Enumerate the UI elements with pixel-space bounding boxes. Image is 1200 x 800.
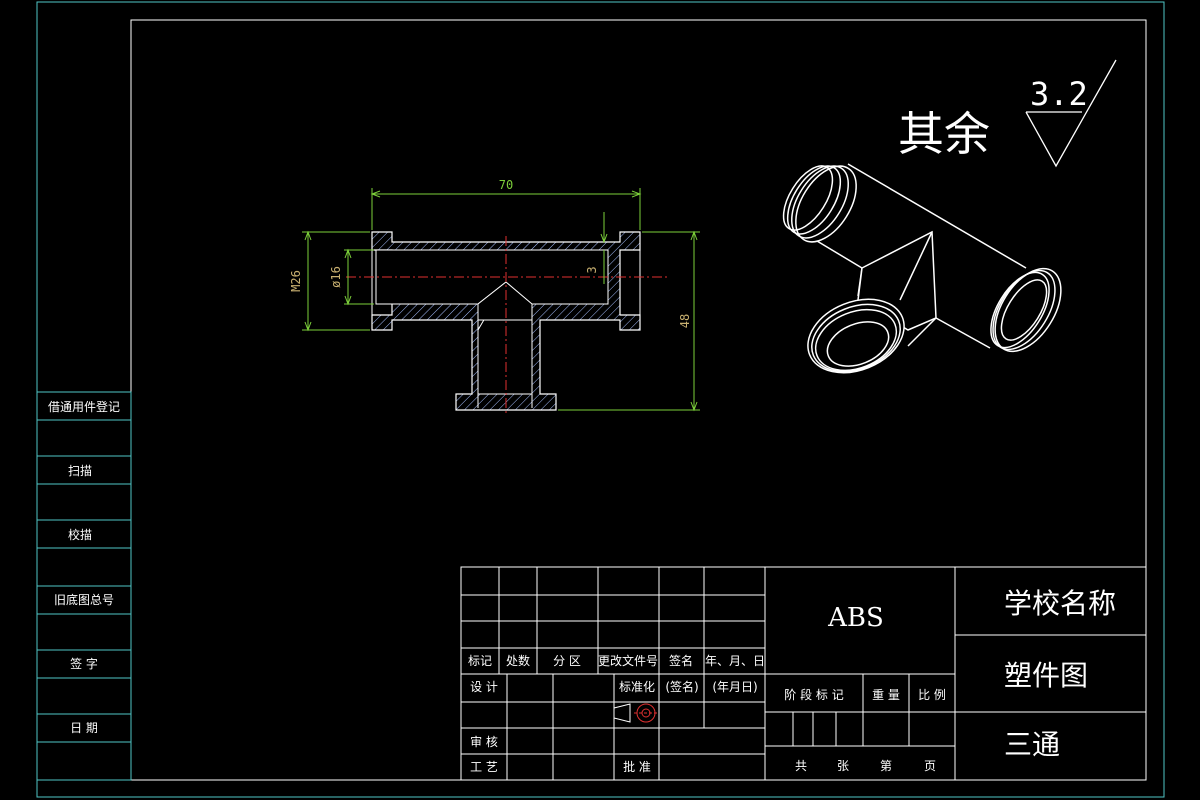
tb-page: 页 [924, 759, 936, 773]
strip-label-signature: 签 字 [70, 656, 98, 671]
left-strip [36, 391, 132, 781]
tb-signature: 签名 [669, 653, 693, 668]
tb-part-name: 三通 [1004, 728, 1060, 761]
tb-zone: 分 区 [553, 654, 581, 668]
tb-approve: 批 准 [623, 759, 651, 774]
tb-ymd: 年、月、日 [705, 654, 765, 668]
tb-nth: 第 [880, 759, 892, 773]
tb-stage-mark: 阶 段 标 记 [784, 687, 843, 702]
tb-sign-note: (签名) [665, 679, 698, 694]
dim-overall-length: 70 [499, 178, 513, 192]
tb-design: 设 计 [470, 680, 498, 694]
dimension-lines [302, 188, 700, 412]
tb-material: ABS [827, 603, 884, 633]
tb-count: 处数 [506, 653, 530, 668]
projection-symbol [613, 703, 658, 723]
roughness-label: 其余 [898, 107, 990, 161]
dim-bore: ø16 [329, 266, 343, 288]
tb-total: 共 [795, 759, 807, 773]
title-block-grid [460, 566, 1147, 781]
tb-mark: 标记 [468, 654, 492, 668]
strip-label-register: 借通用件登记 [48, 399, 120, 414]
isometric-tee-view [782, 163, 1062, 374]
tb-review: 审 核 [470, 734, 498, 749]
center-lines [346, 236, 668, 414]
dim-thread: M26 [289, 270, 303, 292]
tb-school: 学校名称 [1004, 587, 1116, 620]
tb-process: 工 艺 [470, 760, 498, 774]
tb-change-doc: 更改文件号 [598, 653, 658, 668]
tb-scale: 比 例 [918, 688, 946, 702]
strip-label-old-drawing: 旧底图总号 [54, 592, 114, 607]
tb-sheets: 张 [837, 759, 849, 773]
tb-date-note: (年月日) [712, 680, 757, 694]
dim-height: 48 [678, 314, 692, 328]
strip-label-scan: 扫描 [68, 464, 92, 478]
tb-drawing-type: 塑件图 [1004, 659, 1088, 692]
roughness-symbol [1025, 59, 1117, 168]
tb-weight: 重 量 [872, 688, 900, 702]
roughness-value: 3.2 [1030, 75, 1088, 113]
strip-label-trace: 校描 [68, 527, 92, 542]
dim-wall: 3 [585, 266, 599, 273]
outer-border [36, 1, 1165, 798]
strip-label-date: 日 期 [70, 721, 98, 735]
tb-standardize: 标准化 [619, 680, 655, 694]
